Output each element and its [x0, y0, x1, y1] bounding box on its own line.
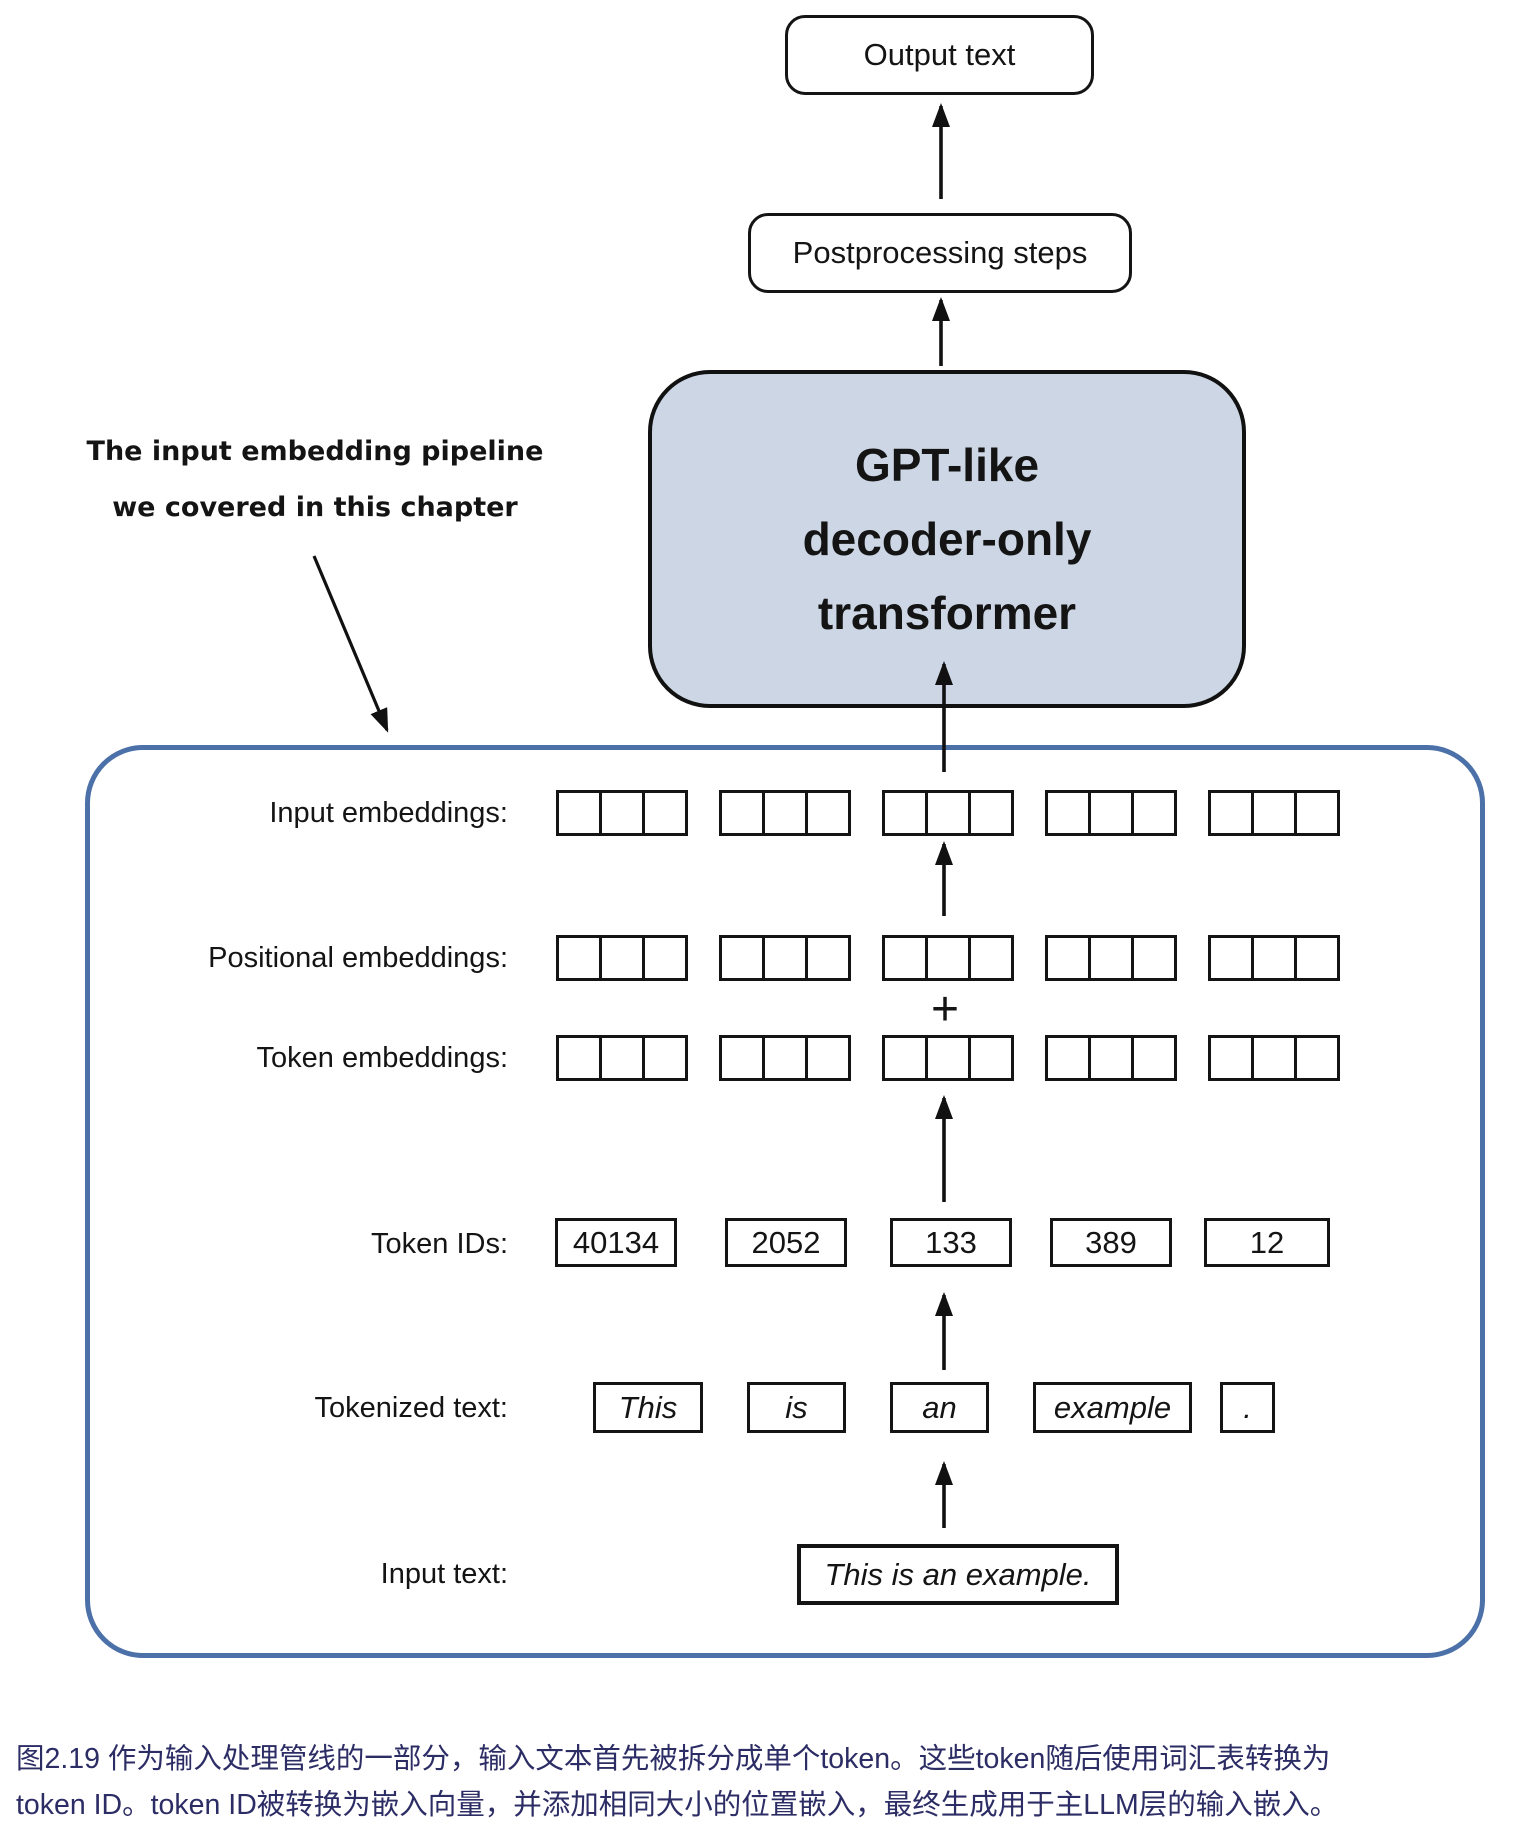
embedding-cell	[968, 1035, 1014, 1081]
token-id-box: 2052	[725, 1218, 847, 1267]
token-id-box: 40134	[555, 1218, 677, 1267]
caption-line-2: token ID。token ID被转换为嵌入向量，并添加相同大小的位置嵌入，最…	[16, 1789, 1339, 1821]
embedding-cell	[1131, 1035, 1177, 1081]
embedding-vector-group	[882, 790, 1014, 836]
embedding-cell	[556, 790, 602, 836]
embedding-cell	[882, 1035, 928, 1081]
embedding-cell	[1045, 790, 1091, 836]
token-embeddings-label: Token embeddings:	[256, 1042, 509, 1074]
embedding-cell	[1251, 1035, 1297, 1081]
embedding-cell	[968, 935, 1014, 981]
embedding-cell	[599, 935, 645, 981]
embedding-vector-group	[1208, 790, 1340, 836]
embedding-cell	[1088, 935, 1134, 981]
output-text-box: Output text	[785, 15, 1094, 95]
embedding-cell	[1208, 790, 1254, 836]
embedding-cell	[1045, 1035, 1091, 1081]
embedding-cell	[556, 1035, 602, 1081]
embedding-cell	[805, 935, 851, 981]
postprocessing-box: Postprocessing steps	[748, 213, 1132, 293]
positional-embeddings-squares	[556, 935, 1340, 981]
embedding-cell	[719, 935, 765, 981]
pipeline-container	[85, 745, 1485, 1658]
embedding-vector-group	[1045, 790, 1177, 836]
tokenized-text-label: Tokenized text:	[314, 1392, 508, 1424]
token-box: is	[747, 1382, 846, 1433]
embedding-cell	[1208, 1035, 1254, 1081]
output-text-label: Output text	[863, 37, 1016, 72]
embedding-vector-group	[1208, 1035, 1340, 1081]
token-id-box: 133	[890, 1218, 1012, 1267]
token-id-box: 389	[1050, 1218, 1172, 1267]
annotation-line-1: The input embedding pipeline	[86, 436, 544, 467]
annotation-note: The input embedding pipeline we covered …	[85, 424, 545, 536]
embedding-cell	[762, 790, 808, 836]
embedding-cell	[599, 790, 645, 836]
embedding-cell	[556, 935, 602, 981]
token-box: an	[890, 1382, 989, 1433]
token-embeddings-squares	[556, 1035, 1340, 1081]
embedding-cell	[925, 1035, 971, 1081]
transformer-box: GPT-like decoder-only transformer	[648, 370, 1246, 708]
positional-embeddings-label: Positional embeddings:	[208, 942, 508, 974]
embedding-cell	[1208, 935, 1254, 981]
embedding-cell	[1294, 790, 1340, 836]
embedding-vector-group	[556, 790, 688, 836]
embedding-cell	[1251, 935, 1297, 981]
embedding-cell	[1088, 790, 1134, 836]
embedding-vector-group	[719, 935, 851, 981]
annotation-arrow	[312, 555, 389, 733]
transformer-line-3: transformer	[817, 587, 1077, 639]
embedding-cell	[719, 790, 765, 836]
embedding-vector-group	[1045, 1035, 1177, 1081]
embedding-vector-group	[1045, 935, 1177, 981]
transformer-line-2: decoder-only	[802, 513, 1092, 565]
embedding-cell	[599, 1035, 645, 1081]
embedding-vector-group	[1208, 935, 1340, 981]
embedding-cell	[925, 790, 971, 836]
token-box: This	[593, 1382, 703, 1433]
embedding-cell	[1088, 1035, 1134, 1081]
annotation-line-2: we covered in this chapter	[112, 492, 518, 523]
embedding-vector-group	[719, 790, 851, 836]
embedding-cell	[642, 790, 688, 836]
embedding-cell	[882, 935, 928, 981]
input-embeddings-squares	[556, 790, 1340, 836]
embedding-cell	[642, 1035, 688, 1081]
token-ids-label: Token IDs:	[371, 1228, 508, 1260]
token-box: .	[1220, 1382, 1275, 1433]
embedding-cell	[882, 790, 928, 836]
plus-sign: +	[930, 982, 960, 1036]
embedding-cell	[1131, 935, 1177, 981]
postprocessing-label: Postprocessing steps	[792, 235, 1088, 270]
embedding-cell	[1045, 935, 1091, 981]
embedding-cell	[762, 1035, 808, 1081]
token-box: example	[1033, 1382, 1192, 1433]
embedding-cell	[925, 935, 971, 981]
embedding-vector-group	[556, 1035, 688, 1081]
embedding-cell	[1294, 935, 1340, 981]
embedding-cell	[968, 790, 1014, 836]
token-id-box: 12	[1204, 1218, 1330, 1267]
transformer-line-1: GPT-like	[854, 439, 1040, 491]
figure-caption: 图2.19 作为输入处理管线的一部分，输入文本首先被拆分成单个token。这些t…	[16, 1736, 1512, 1828]
embedding-cell	[805, 1035, 851, 1081]
input-text-box: This is an example.	[797, 1544, 1119, 1605]
embedding-vector-group	[882, 1035, 1014, 1081]
input-embeddings-label: Input embeddings:	[269, 797, 508, 829]
embedding-cell	[762, 935, 808, 981]
embedding-vector-group	[882, 935, 1014, 981]
embedding-cell	[1131, 790, 1177, 836]
embedding-cell	[1294, 1035, 1340, 1081]
embedding-cell	[719, 1035, 765, 1081]
input-text-label: Input text:	[380, 1558, 508, 1590]
embedding-cell	[805, 790, 851, 836]
caption-line-1: 图2.19 作为输入处理管线的一部分，输入文本首先被拆分成单个token。这些t…	[16, 1743, 1331, 1775]
embedding-cell	[642, 935, 688, 981]
embedding-cell	[1251, 790, 1297, 836]
embedding-vector-group	[556, 935, 688, 981]
embedding-vector-group	[719, 1035, 851, 1081]
input-text-value: This is an example.	[824, 1556, 1092, 1592]
